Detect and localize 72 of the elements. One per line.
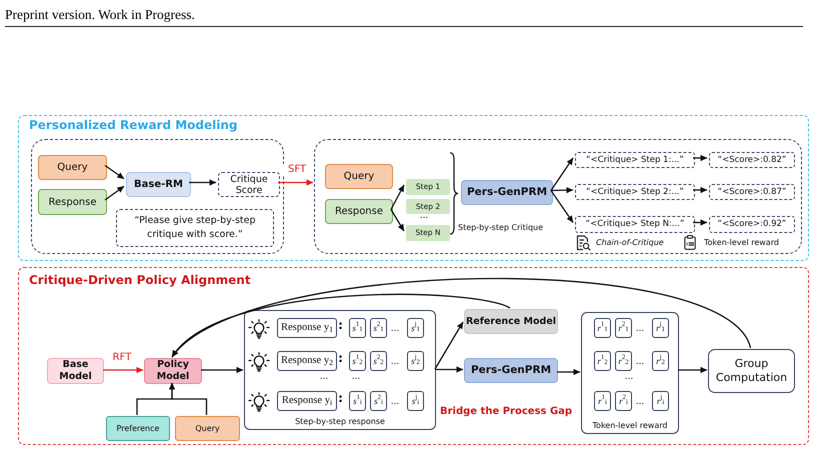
arrow bbox=[103, 366, 144, 374]
panel-caption: Step-by-step response bbox=[294, 417, 386, 427]
response-box: Response y$_{i}$ bbox=[277, 391, 337, 411]
critique-box: “<Critique> Step N:...” bbox=[575, 216, 695, 233]
process-box: Group Computation bbox=[708, 349, 795, 393]
critique-box: “<Critique> Step 1:...” bbox=[575, 152, 695, 168]
model-box: Pers-GenPRM bbox=[464, 358, 558, 383]
model-box: Pers-GenPRM bbox=[461, 180, 553, 205]
arrow bbox=[678, 366, 708, 374]
section-panel bbox=[18, 115, 809, 261]
arrow bbox=[278, 179, 314, 186]
arrow bbox=[390, 184, 405, 210]
colon: : bbox=[337, 351, 344, 367]
response-box: Response y$_{2}$ bbox=[277, 351, 337, 371]
input-box: Response bbox=[38, 189, 107, 215]
prompt-box: “Please give step-by-step critique with score.” bbox=[116, 209, 274, 247]
arrow bbox=[550, 190, 574, 223]
colon: : bbox=[337, 318, 344, 334]
input-box: Response bbox=[325, 199, 393, 224]
arrow bbox=[201, 366, 244, 374]
annotation-text: Bridge the Process Gap bbox=[440, 405, 574, 418]
arrow bbox=[557, 368, 580, 376]
ellipsis: ... bbox=[634, 325, 646, 334]
page-header: Preprint version. Work in Progress. bbox=[5, 6, 196, 23]
arrow bbox=[189, 179, 216, 186]
arrow bbox=[104, 164, 124, 180]
panel-title: Critique-Driven Policy Alignment bbox=[29, 273, 251, 288]
input-box: Preference bbox=[106, 416, 170, 441]
model-box: Base Model bbox=[47, 358, 104, 384]
panel-caption: Token-level reward bbox=[592, 421, 668, 431]
icon-caption: Chain-of-Critique bbox=[596, 237, 665, 248]
output-box: Critique Score bbox=[218, 172, 280, 197]
list-panel bbox=[244, 310, 436, 430]
input-box: Query bbox=[175, 416, 240, 441]
colon: : bbox=[337, 391, 344, 407]
arrow bbox=[435, 366, 464, 373]
arrow bbox=[172, 294, 510, 358]
arrow bbox=[104, 186, 124, 201]
score-box: “<Score>:0.82” bbox=[709, 152, 795, 168]
list-panel bbox=[581, 312, 679, 434]
dashed-group-box bbox=[314, 139, 802, 254]
ellipsis: ... bbox=[390, 325, 400, 334]
ellipsis: ... bbox=[390, 358, 400, 367]
ellipsis: ... bbox=[634, 398, 646, 407]
response-box: Response y$_{1}$ bbox=[277, 318, 337, 338]
arrow bbox=[550, 187, 574, 194]
arrow bbox=[693, 186, 708, 194]
score-box: “<Score>:0.92” bbox=[709, 216, 795, 233]
arrow bbox=[550, 158, 574, 191]
panel-title: Personalized Reward Modeling bbox=[29, 118, 238, 133]
caption-text: Step-by-step Critique bbox=[458, 222, 544, 233]
arrow bbox=[693, 154, 708, 162]
input-box: Query bbox=[325, 164, 393, 189]
arrow bbox=[168, 382, 208, 415]
arrow bbox=[390, 209, 405, 232]
section-panel bbox=[18, 267, 809, 445]
model-box: Policy Model bbox=[144, 358, 202, 384]
model-box: Base-RM bbox=[126, 172, 191, 197]
ellipsis: ... bbox=[390, 398, 400, 407]
arrow bbox=[693, 219, 708, 226]
model-box: Reference Model bbox=[464, 309, 558, 334]
dashed-group-box bbox=[31, 139, 284, 254]
ellipsis: ... bbox=[418, 212, 430, 221]
icon-caption: Token-level reward bbox=[704, 237, 780, 248]
ellipsis: ... bbox=[624, 373, 634, 382]
ellipsis: ... bbox=[318, 373, 330, 382]
arrow bbox=[434, 322, 464, 370]
critique-box: “<Critique> Step 2:...” bbox=[575, 184, 695, 200]
ellipsis: ... bbox=[634, 358, 646, 367]
ellipsis: ... bbox=[350, 373, 362, 382]
input-box: Query bbox=[38, 155, 107, 180]
score-box: “<Score>:0.87” bbox=[709, 184, 795, 200]
